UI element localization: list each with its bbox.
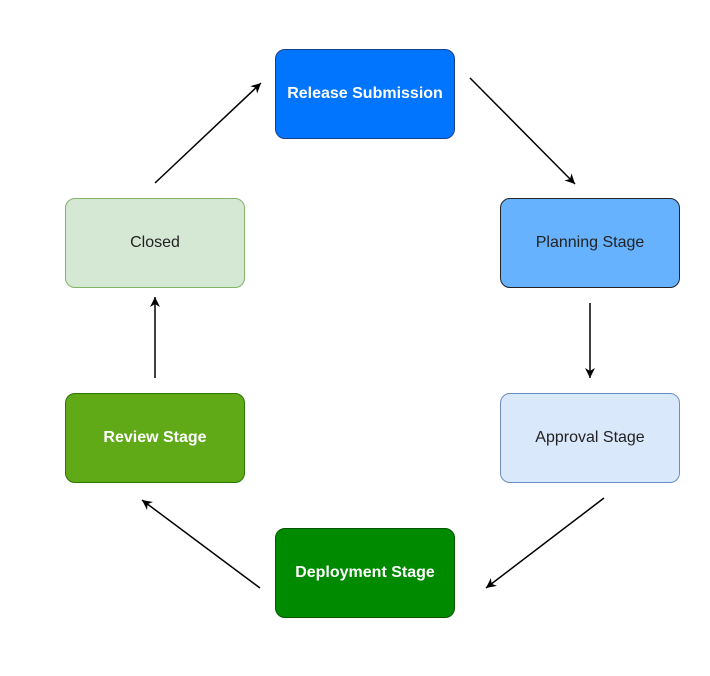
deployment-stage-label: Deployment Stage xyxy=(295,564,435,582)
arrow-deployment-to-review xyxy=(141,499,261,589)
deployment-stage-node[interactable]: Deployment Stage xyxy=(275,528,455,618)
closed-label: Closed xyxy=(130,234,180,252)
approval-stage-node[interactable]: Approval Stage xyxy=(500,393,680,483)
arrow-closed-to-release xyxy=(154,82,262,184)
planning-stage-node[interactable]: Planning Stage xyxy=(500,198,680,288)
arrow-release-to-planning xyxy=(469,77,576,185)
release-submission-node[interactable]: Release Submission xyxy=(275,49,455,139)
review-stage-label: Review Stage xyxy=(103,429,207,447)
review-stage-node[interactable]: Review Stage xyxy=(65,393,245,483)
closed-node[interactable]: Closed xyxy=(65,198,245,288)
planning-stage-label: Planning Stage xyxy=(535,234,645,252)
approval-stage-label: Approval Stage xyxy=(535,429,645,447)
release-submission-label: Release Submission xyxy=(287,85,443,103)
arrow-approval-to-deployment xyxy=(485,497,605,589)
